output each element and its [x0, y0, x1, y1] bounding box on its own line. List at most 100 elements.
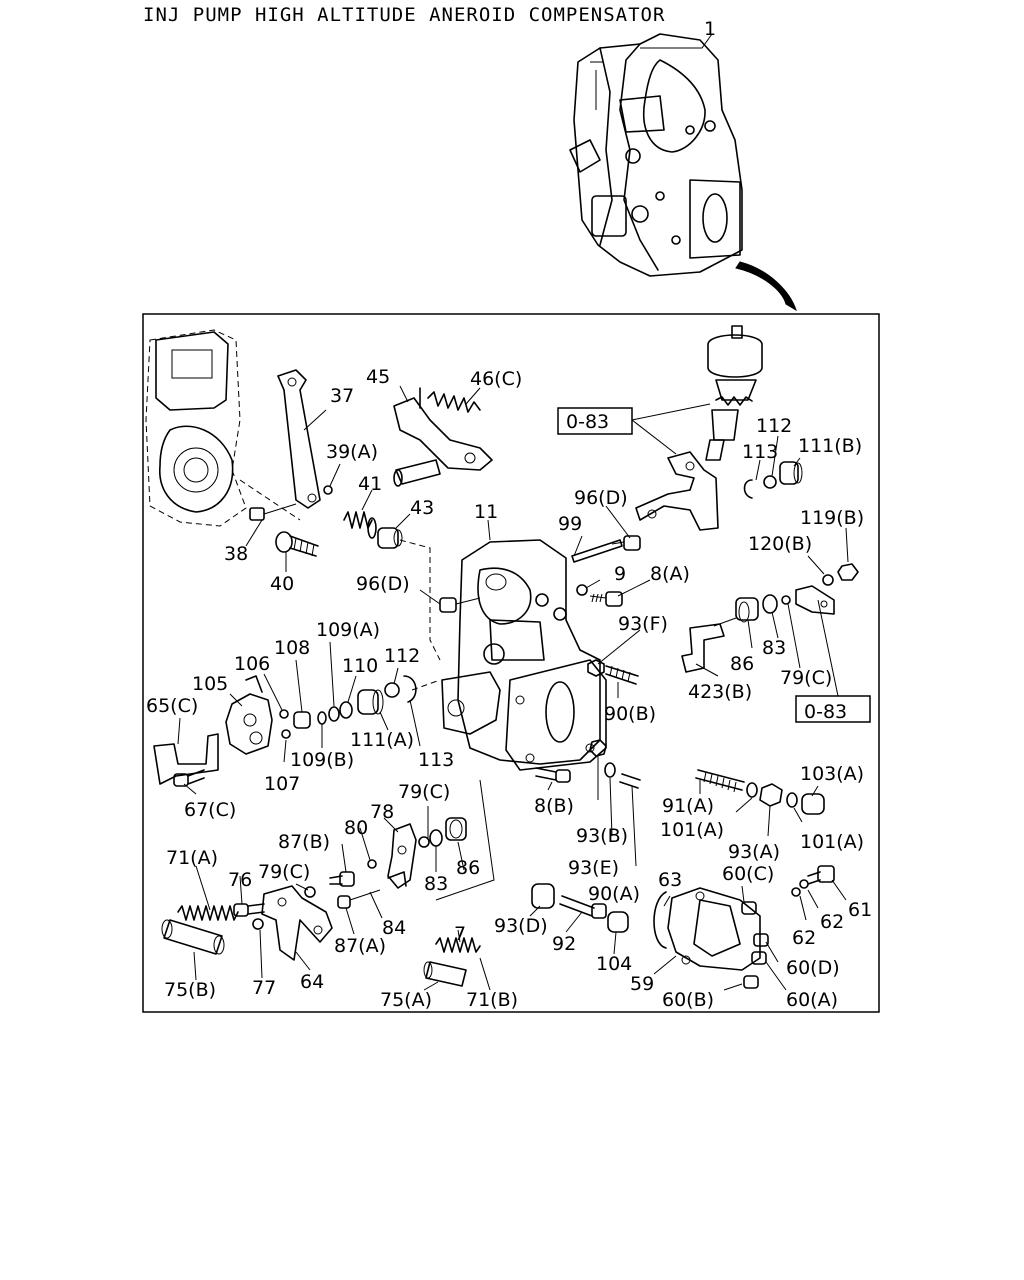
washer-101a-right	[786, 792, 798, 808]
label-61: 61	[848, 899, 872, 921]
label-106: 106	[234, 653, 270, 675]
pin-106	[279, 709, 289, 719]
gasket-63	[653, 891, 667, 949]
nut-93d	[531, 883, 555, 909]
washer-79c-mid	[418, 836, 430, 848]
label-38: 38	[224, 543, 248, 565]
bracket-083	[635, 451, 719, 531]
diagram-title: INJ PUMP HIGH ALTITUDE ANEROID COMPENSAT…	[143, 4, 666, 26]
label-65c: 65(C)	[146, 695, 198, 717]
washer-79c-right	[781, 595, 791, 605]
label-62a: 62	[792, 927, 816, 949]
label-107: 107	[264, 773, 300, 795]
bolt-8b	[535, 767, 571, 783]
cover-59	[667, 887, 761, 971]
washer-62b	[799, 879, 809, 889]
stud-91a	[695, 769, 745, 793]
washer-9	[576, 584, 588, 596]
label-80: 80	[344, 817, 368, 839]
label-75a: 75(A)	[380, 989, 432, 1011]
nut-119b	[837, 563, 859, 581]
label-83-mid: 83	[424, 873, 448, 895]
label-101a-right: 101(A)	[800, 831, 864, 853]
label-67c: 67(C)	[184, 799, 236, 821]
label-71b: 71(B)	[466, 989, 518, 1011]
label-45: 45	[366, 366, 390, 388]
bolt-92	[559, 895, 607, 919]
label-8b: 8(B)	[534, 795, 574, 817]
assembly-line-mid	[411, 679, 441, 691]
lever-79c-right	[795, 585, 835, 615]
bolt-40	[275, 531, 319, 557]
label-87a: 87(A)	[334, 935, 386, 957]
cap-104	[607, 911, 629, 933]
pin-99	[571, 539, 623, 563]
spring-71a	[177, 905, 239, 921]
ref-box-083-top	[557, 407, 633, 435]
oring-112-mid	[384, 682, 400, 698]
label-77: 77	[252, 977, 276, 999]
bolt-60b	[743, 975, 759, 989]
nut-93b	[589, 739, 607, 757]
washer-79c-left	[304, 886, 316, 898]
label-104: 104	[596, 953, 632, 975]
label-7: 7	[454, 923, 466, 945]
label-78: 78	[370, 801, 394, 823]
label-86-mid: 86	[456, 857, 480, 879]
label-1: 1	[704, 18, 716, 40]
plug-111a	[357, 689, 384, 715]
label-93a: 93(A)	[728, 841, 780, 863]
washer-120b	[822, 574, 834, 586]
bolt-76	[233, 903, 265, 917]
stud-90b	[605, 665, 639, 685]
washer-107	[281, 729, 291, 739]
ref-box-083-bot	[795, 695, 871, 723]
sleeve-75a	[423, 961, 467, 987]
washer-62a	[791, 887, 801, 897]
spring-46c	[427, 391, 481, 413]
label-11: 11	[474, 501, 498, 523]
oring-112-top	[763, 475, 777, 489]
bolt-61	[807, 865, 835, 885]
label-111a: 111(A)	[350, 729, 414, 751]
label-93b: 93(B)	[576, 825, 628, 847]
governor-housing	[145, 329, 301, 527]
label-120b: 120(B)	[748, 533, 812, 555]
label-62b: 62	[820, 911, 844, 933]
leader-083-bot	[817, 599, 839, 697]
bolt-87a	[337, 889, 381, 909]
nut-93f	[587, 659, 605, 677]
label-110: 110	[342, 655, 378, 677]
bolt-60a	[751, 951, 767, 965]
label-90a: 90(A)	[588, 883, 640, 905]
label-84: 84	[382, 917, 406, 939]
label-39a: 39(A)	[326, 441, 378, 463]
leader-1	[640, 33, 713, 49]
label-43: 43	[410, 497, 434, 519]
label-63: 63	[658, 869, 682, 891]
label-9: 9	[614, 563, 626, 585]
label-71a: 71(A)	[166, 847, 218, 869]
bolt-60c	[741, 901, 757, 915]
label-41: 41	[358, 473, 382, 495]
lever-64	[261, 885, 333, 961]
label-92: 92	[552, 933, 576, 955]
label-60b: 60(B)	[662, 989, 714, 1011]
bushing-86-mid	[445, 817, 467, 841]
label-79c-left: 79(C)	[258, 861, 310, 883]
bolt-96d-mid	[439, 597, 481, 613]
label-79c-mid: 79(C)	[398, 781, 450, 803]
lever-45	[393, 387, 493, 487]
pump-assembly-illustration	[569, 33, 743, 277]
washer-93e	[604, 762, 616, 778]
washer-109b	[317, 711, 327, 725]
bracket-423b	[681, 617, 737, 673]
bolt-67c	[173, 769, 205, 787]
label-93f: 93(F)	[618, 613, 668, 635]
label-083-top: 0-83	[566, 411, 609, 433]
lever-78	[387, 823, 417, 889]
detail-arrow	[735, 261, 797, 312]
ring-39a	[323, 485, 333, 495]
part-43	[377, 527, 403, 549]
